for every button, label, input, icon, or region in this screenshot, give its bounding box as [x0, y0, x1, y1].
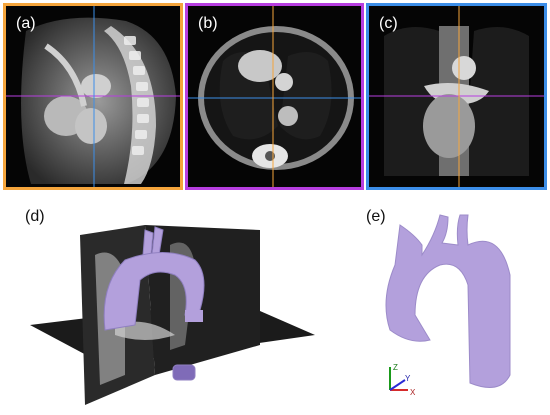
sagittal-slice-image — [6, 6, 180, 187]
aorta-3d-model-view[interactable]: Z Y X — [360, 205, 545, 410]
segmented-aorta-overlay — [103, 226, 205, 381]
axis-y-label: Y — [405, 374, 411, 383]
axis-x-label: X — [410, 388, 416, 397]
coronal-slice-image — [369, 6, 544, 187]
panel-label-c: (c) — [379, 15, 398, 32]
panel-label-e: (e) — [366, 208, 386, 225]
panel-label-b: (b) — [198, 15, 218, 32]
panel-label-a: (a) — [16, 15, 36, 32]
axis-z-label: Z — [393, 363, 398, 372]
axis-triad-icon: Z Y X — [389, 363, 416, 397]
aorta-mesh — [385, 214, 511, 388]
sagittal-view-panel[interactable]: (a) — [3, 3, 183, 190]
axial-slice-image — [188, 6, 361, 187]
coronal-view-panel[interactable]: (c) — [366, 3, 547, 190]
orthogonal-planes-3d-view[interactable] — [25, 205, 325, 410]
axial-view-panel[interactable]: (b) — [185, 3, 364, 190]
panel-label-d: (d) — [25, 208, 45, 225]
